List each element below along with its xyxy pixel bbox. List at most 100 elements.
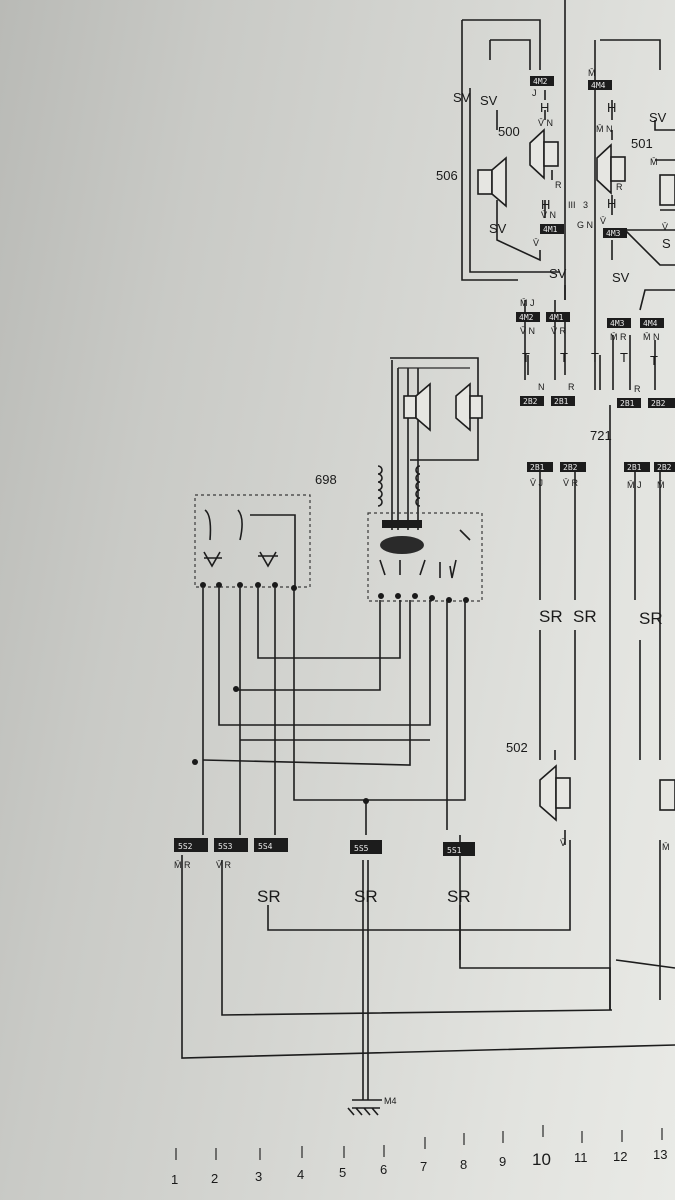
label-506: 506 <box>436 168 458 183</box>
conn-2b2-c: 2B2 <box>563 463 578 472</box>
conn-4m3-a: 4M3 <box>606 229 621 238</box>
col-7: 7 <box>420 1159 427 1174</box>
wire-sv-3: SV <box>489 221 507 236</box>
pin-v-2: V̄ <box>600 216 606 226</box>
pin-v-3: V̄ <box>662 222 668 232</box>
conn-4m2-a: 4M2 <box>533 77 548 86</box>
wire-h-3: H <box>607 100 616 115</box>
pin-three: 3 <box>583 200 588 210</box>
pin-mr-1: M̄ R <box>610 332 627 342</box>
pin-vn-3: V̄ N <box>520 326 535 336</box>
wire-sv-6: SV <box>649 110 667 125</box>
conn-2b1-d: 2B1 <box>627 463 642 472</box>
top-speaker-block <box>461 0 675 390</box>
pin-mj-2: M̄ J <box>627 480 642 490</box>
pin-vr-2: V̄ R <box>563 478 579 488</box>
wire-t-5: T <box>650 353 658 368</box>
col-4: 4 <box>297 1167 304 1182</box>
pin-vn-2: V̄ N <box>541 210 556 220</box>
wire-sr-6: SR <box>447 887 471 906</box>
pin-mn-1: M̄ N <box>596 124 613 134</box>
conn-4m3-b: 4M3 <box>610 319 625 328</box>
label-500: 500 <box>498 124 520 139</box>
col-5: 5 <box>339 1165 346 1180</box>
col-2: 2 <box>211 1171 218 1186</box>
conn-4m1-b: 4M1 <box>549 313 564 322</box>
label-721: 721 <box>590 428 612 443</box>
conn-5s4: 5S4 <box>258 842 273 851</box>
top-labels: SV SV SV SV SV SV H H H H S T T T T T 50… <box>436 68 671 443</box>
pin-iii: III <box>568 200 576 210</box>
speaker-506 <box>477 156 507 208</box>
conn-4m1-a: 4M1 <box>543 225 558 234</box>
pin-vn-1: V̄ N <box>538 118 553 128</box>
column-scale: 1 2 3 4 5 6 7 8 9 10 11 12 13 <box>171 1125 667 1187</box>
pin-vj-1: V̄ J <box>530 478 543 488</box>
pin-r-3: R <box>568 382 575 392</box>
ground-symbol: M4 <box>347 1096 397 1116</box>
wire-h-2: H <box>541 197 550 212</box>
pin-j-1: J <box>532 88 537 98</box>
relay-block-left <box>194 494 311 590</box>
wire-t-3: T <box>591 350 599 365</box>
pin-r-1: R <box>555 180 562 190</box>
pin-m-4: M̄ <box>657 480 665 490</box>
wire-sv-2: SV <box>480 93 498 108</box>
speaker-502: 502 V̄ M̄ <box>506 740 675 852</box>
terminal-row <box>200 582 469 603</box>
conn-4m4-a: 4M4 <box>591 81 606 90</box>
wire-s-1: S <box>662 236 671 251</box>
wire-sr-3: SR <box>639 609 663 628</box>
conn-2b2-d: 2B2 <box>657 463 672 472</box>
col-12: 12 <box>613 1149 627 1164</box>
pin-mj-1: M̄ J <box>520 298 535 308</box>
lower-connectors: 2B1 2B2 2B1 2B2 V̄ J V̄ R M̄ J M̄ 5S2 5S… <box>174 462 675 870</box>
pin-r-2: R <box>616 182 623 192</box>
label-698: 698 <box>315 472 337 487</box>
speaker-501 <box>596 143 675 206</box>
conn-2b1-a: 2B1 <box>554 397 569 406</box>
pin-m-2: M̄ <box>588 68 596 78</box>
component-698: 698 <box>315 357 483 602</box>
pin-gn: G N <box>577 220 593 230</box>
pin-m-1: M̄ <box>650 157 658 167</box>
pin-m-3: M̄ <box>662 842 670 852</box>
wire-sr-1: SR <box>539 607 563 626</box>
pin-v-1: V̄ <box>533 238 539 248</box>
conn-2b2-a: 2B2 <box>523 397 538 406</box>
conn-5s5: 5S5 <box>354 844 369 853</box>
col-3: 3 <box>255 1169 262 1184</box>
conn-4m2-b: 4M2 <box>519 313 534 322</box>
pin-vr-3: V̄ R <box>216 860 232 870</box>
ground-label: M4 <box>384 1096 397 1106</box>
conn-4m4-b: 4M4 <box>643 319 658 328</box>
top-connectors: 4M2 4M1 4M4 4M3 4M2 4M1 4M3 4M4 2B2 2B1 … <box>516 76 675 408</box>
col-8: 8 <box>460 1157 467 1172</box>
wire-t-2: T <box>560 350 568 365</box>
col-13: 13 <box>653 1147 667 1162</box>
conn-5s3: 5S3 <box>218 842 233 851</box>
pin-vr-1: V̄ R <box>551 326 567 336</box>
col-6: 6 <box>380 1162 387 1177</box>
wire-sv-5: SV <box>612 270 630 285</box>
conn-2b1-c: 2B1 <box>530 463 545 472</box>
col-11: 11 <box>574 1150 588 1165</box>
pin-n-1: N <box>538 382 545 392</box>
main-wiring <box>181 405 675 1100</box>
wire-sr-5: SR <box>354 887 378 906</box>
conn-2b1-b: 2B1 <box>620 399 635 408</box>
label-502: 502 <box>506 740 528 755</box>
wire-sv-1: SV <box>453 90 471 105</box>
sr-labels: SR SR SR SR SR SR <box>257 607 663 906</box>
pin-mr-2: M̄ R <box>174 860 191 870</box>
wire-sr-2: SR <box>573 607 597 626</box>
col-10: 10 <box>532 1150 551 1169</box>
conn-2b2-b: 2B2 <box>651 399 666 408</box>
pin-v-4: V̄ <box>560 838 566 848</box>
pin-mn-2: M̄ N <box>643 332 660 342</box>
wire-h-1: H <box>540 100 549 115</box>
col-9: 9 <box>499 1154 506 1169</box>
wire-t-1: T <box>522 350 530 365</box>
